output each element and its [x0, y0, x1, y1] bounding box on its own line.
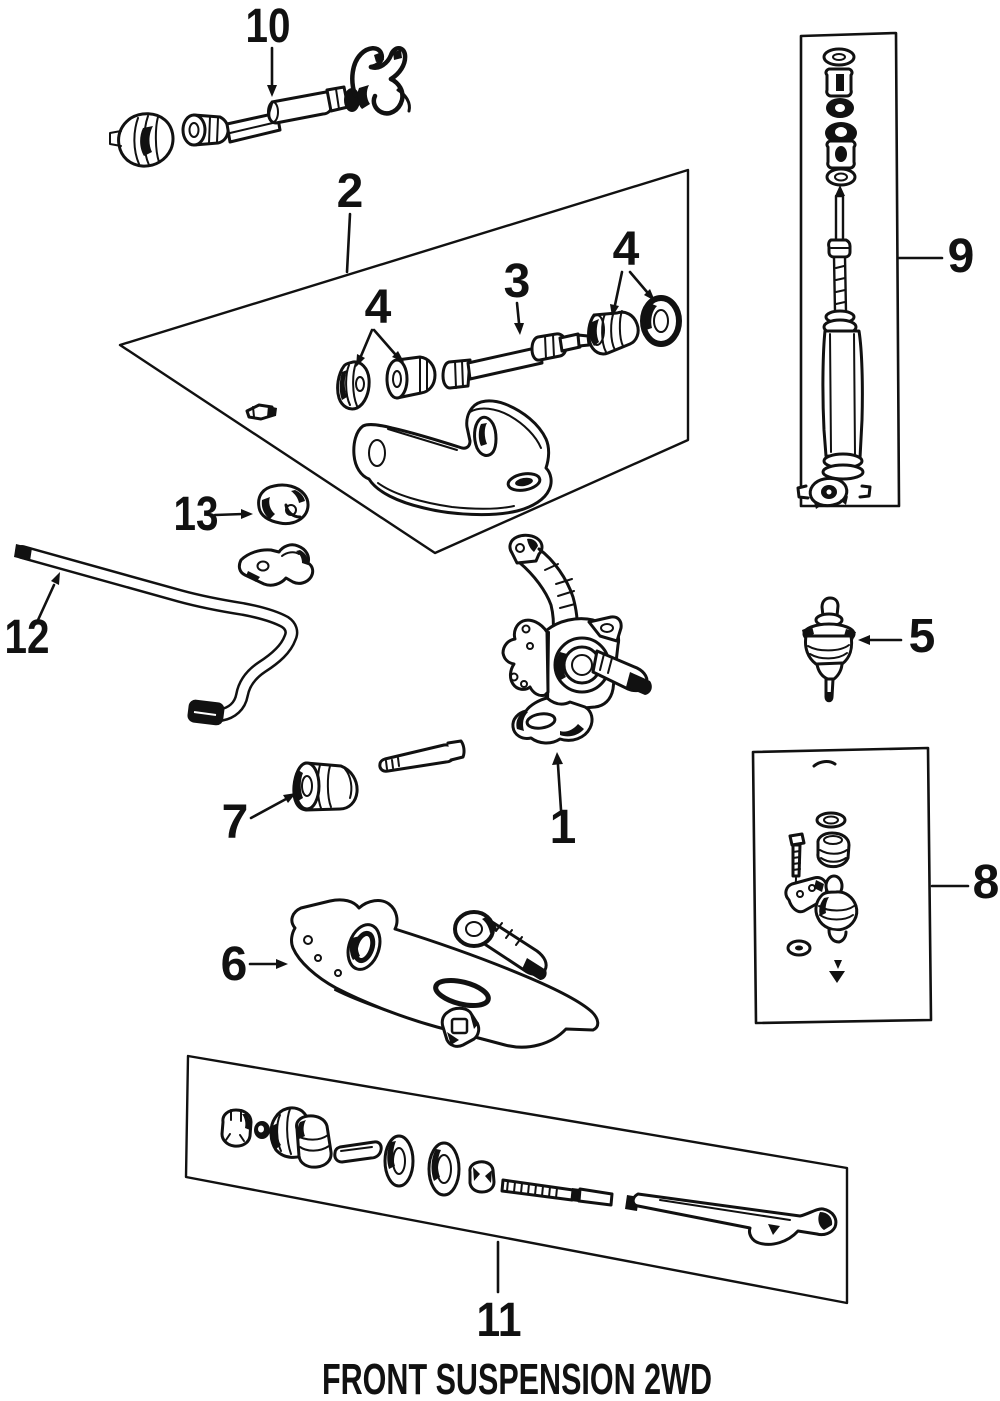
callout-6: 6: [221, 938, 288, 991]
callout-7: 7: [222, 793, 296, 849]
part-lower-arm-bushing: [292, 739, 466, 812]
callout-11: 11: [477, 1240, 522, 1347]
callout-4-left-label: 4: [365, 281, 392, 334]
callout-3: 3: [504, 255, 531, 335]
callout-11-label: 11: [477, 1294, 522, 1347]
part-tie-rod-kit: [184, 1054, 849, 1305]
part-lower-ball-joint-kit: [751, 746, 933, 1025]
callout-12-label: 12: [5, 611, 50, 664]
callout-4-left: 4: [356, 281, 404, 367]
part-upper-arm-kit-boundary: [118, 168, 690, 555]
callout-10: 10: [246, 0, 291, 97]
part-lower-control-arm: [290, 898, 600, 1049]
diagram-title: FRONT SUSPENSION 2WD: [322, 1355, 712, 1401]
callout-2: 2: [337, 165, 364, 274]
callout-5-label: 5: [909, 610, 936, 663]
part-upper-arm-bushings-right: [587, 295, 682, 356]
callout-4-right: 4: [610, 223, 655, 317]
callout-9-label: 9: [948, 230, 975, 283]
callout-5: 5: [858, 610, 935, 663]
part-upper-control-arm: [352, 399, 553, 517]
callout-7-label: 7: [222, 796, 249, 849]
part-stabilizer-bushing-bracket: [237, 483, 315, 587]
part-drag-link-assembly: [109, 46, 411, 168]
callout-12: 12: [5, 572, 60, 664]
callout-13: 13: [174, 488, 253, 541]
callout-9: 9: [897, 230, 975, 283]
callout-3-label: 3: [504, 255, 531, 308]
callout-8: 8: [930, 856, 1000, 909]
part-upper-arm-shaft: [441, 332, 591, 390]
callout-1: 1: [550, 752, 577, 854]
part-upper-ball-joint: [802, 596, 856, 703]
callout-4-right-label: 4: [613, 223, 640, 276]
part-steering-arm: [453, 910, 548, 980]
callout-8-label: 8: [973, 856, 1000, 909]
part-stabilizer-bar: [14, 544, 299, 726]
part-shock-absorber: [796, 31, 901, 509]
callout-2-label: 2: [337, 165, 364, 218]
part-upper-arm-bushings-left: [336, 355, 437, 411]
callout-13-label: 13: [174, 488, 219, 541]
part-steering-knuckle: [501, 533, 652, 745]
part-upper-arm-bolt: [245, 403, 277, 421]
callout-10-label: 10: [246, 0, 291, 53]
callout-1-label: 1: [550, 801, 577, 854]
callout-6-label: 6: [221, 938, 248, 991]
